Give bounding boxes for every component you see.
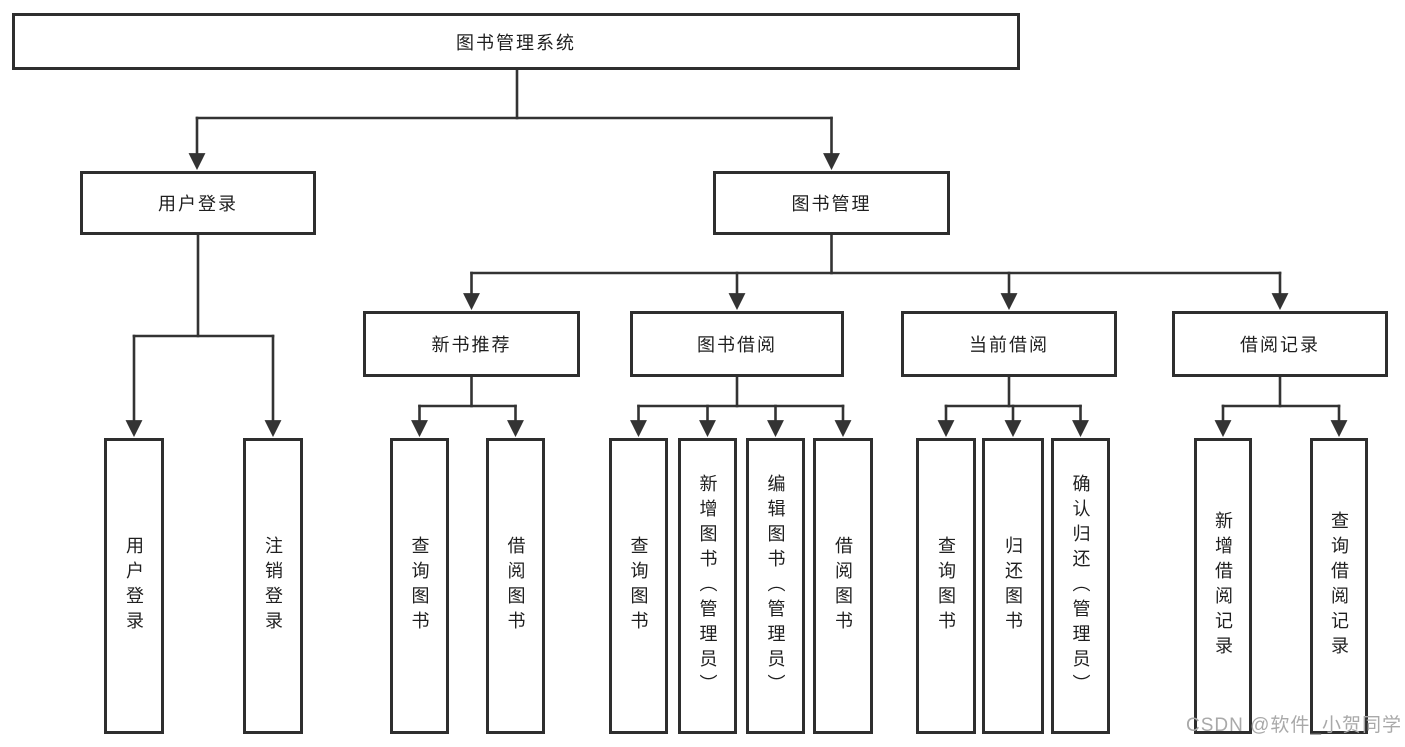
leaf-return-book: 归还图书 (982, 438, 1044, 734)
leaf-add-book-admin-label: 新增图书（管理员） (697, 473, 718, 699)
leaf-query-book-borrow-label: 查询图书 (628, 536, 649, 636)
leaf-query-book-rec: 查询图书 (390, 438, 449, 734)
node-current-borrow: 当前借阅 (901, 311, 1117, 377)
node-borrow-record-label: 借阅记录 (1240, 335, 1320, 355)
leaf-logout-label: 注销登录 (263, 536, 283, 636)
leaf-borrow-book: 借阅图书 (813, 438, 873, 734)
leaf-edit-book-admin: 编辑图书（管理员） (746, 438, 805, 734)
node-book-borrow-label: 图书借阅 (697, 335, 777, 355)
leaf-return-book-label: 归还图书 (1003, 536, 1023, 636)
node-user-login: 用户登录 (80, 171, 316, 235)
connector-current-borrow-to-leaves (937, 377, 1089, 438)
leaf-add-borrow-record: 新增借阅记录 (1194, 438, 1252, 734)
leaf-user-login-label: 用户登录 (124, 536, 144, 636)
node-new-book-recommend: 新书推荐 (363, 311, 580, 377)
leaf-query-book-current-label: 查询图书 (936, 536, 956, 636)
leaf-user-login: 用户登录 (104, 438, 164, 734)
connector-user-login-to-leaves (125, 235, 282, 438)
leaf-confirm-return-admin-label: 确认归还（管理员） (1070, 473, 1091, 699)
node-borrow-record: 借阅记录 (1172, 311, 1388, 377)
node-book-management-label: 图书管理 (791, 194, 872, 214)
leaf-query-borrow-record: 查询借阅记录 (1310, 438, 1368, 734)
csdn-watermark: CSDN @软件_小贺同学 (1186, 715, 1402, 736)
connector-book-mgmt-to-level3 (463, 235, 1289, 311)
node-current-borrow-label: 当前借阅 (969, 335, 1049, 355)
leaf-edit-book-admin-label: 编辑图书（管理员） (765, 473, 786, 699)
node-root-label: 图书管理系统 (456, 32, 576, 53)
leaf-add-borrow-record-label: 新增借阅记录 (1213, 511, 1233, 661)
leaf-query-book-rec-label: 查询图书 (409, 536, 430, 636)
leaf-borrow-book-rec: 借阅图书 (486, 438, 545, 734)
leaf-query-borrow-record-label: 查询借阅记录 (1329, 511, 1349, 661)
node-book-borrow: 图书借阅 (630, 311, 844, 377)
leaf-logout: 注销登录 (243, 438, 303, 734)
leaf-query-book-borrow: 查询图书 (609, 438, 668, 734)
node-user-login-label: 用户登录 (158, 194, 238, 214)
leaf-borrow-book-label: 借阅图书 (833, 536, 853, 636)
node-new-book-recommend-label: 新书推荐 (431, 335, 512, 355)
leaf-query-book-current: 查询图书 (916, 438, 976, 734)
node-book-management: 图书管理 (713, 171, 950, 235)
connector-borrow-record-to-leaves (1214, 377, 1348, 438)
connector-new-book-rec-to-leaves (411, 377, 524, 438)
leaf-borrow-book-rec-label: 借阅图书 (505, 536, 526, 636)
leaf-add-book-admin: 新增图书（管理员） (678, 438, 737, 734)
node-root-system: 图书管理系统 (12, 13, 1020, 70)
connector-root-to-level2 (188, 70, 840, 171)
leaf-confirm-return-admin: 确认归还（管理员） (1051, 438, 1110, 734)
connector-book-borrow-to-leaves (630, 377, 852, 438)
